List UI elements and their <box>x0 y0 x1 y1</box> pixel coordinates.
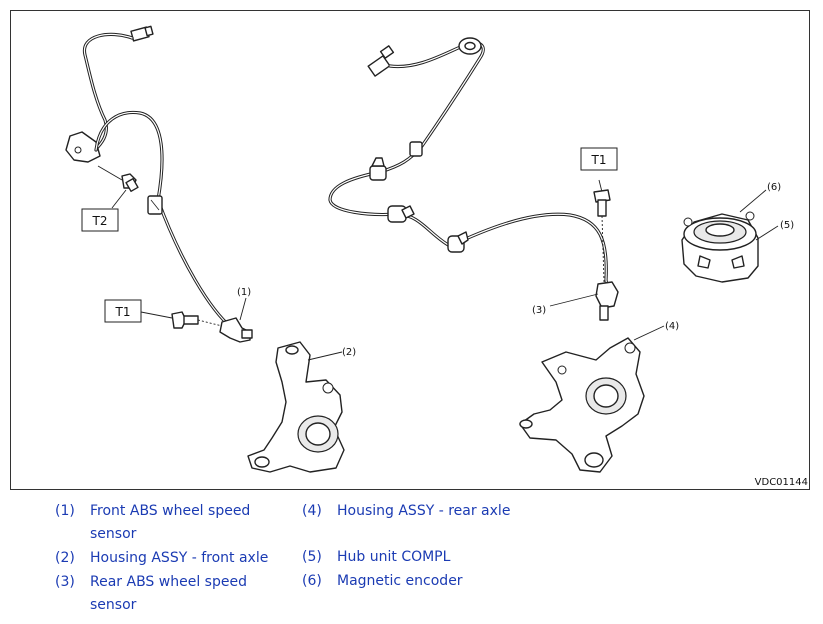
legend-text: Magnetic encoder <box>337 573 463 589</box>
legend-item: (6) Magnetic encoder <box>297 570 557 593</box>
torque-label-t1-front: T1 <box>115 305 131 319</box>
legend-item: (1) Front ABS wheel speed sensor <box>50 500 290 546</box>
torque-box-t1-front: T1 <box>104 299 142 323</box>
legend-item: (3) Rear ABS wheel speed sensor <box>50 571 290 617</box>
legend-text: Housing ASSY - rear axle <box>337 503 511 519</box>
front-abs-sensor <box>65 25 253 343</box>
bolt-t1-front <box>140 311 223 329</box>
legend-text: Front ABS wheel speed sensor <box>90 503 251 542</box>
callout-5: (5) <box>780 220 794 231</box>
legend-item: (2) Housing ASSY - front axle <box>50 547 290 570</box>
legend-number: (3) <box>55 574 75 590</box>
legend-item: (4) Housing ASSY - rear axle <box>297 500 557 523</box>
callout-6: (6) <box>767 182 781 193</box>
legend-item: (5) Hub unit COMPL <box>297 546 557 569</box>
hub-unit <box>681 211 759 283</box>
legend-number: (4) <box>302 503 322 519</box>
legend-text: Housing ASSY - front axle <box>90 550 269 566</box>
bolt-t1-rear <box>593 179 611 283</box>
legend-column-right: (4) Housing ASSY - rear axle (5) Hub uni… <box>297 500 557 594</box>
rear-axle-housing <box>519 337 645 473</box>
callout-3: (3) <box>532 305 546 316</box>
callout-4: (4) <box>665 321 679 332</box>
callout-2: (2) <box>342 347 356 358</box>
torque-box-t1-rear: T1 <box>580 147 618 171</box>
torque-label-t2: T2 <box>92 214 108 228</box>
torque-box-t2: T2 <box>81 208 119 232</box>
rear-abs-sensor <box>328 37 619 321</box>
image-code: VDC01144 <box>755 477 808 488</box>
bolt-t2 <box>97 165 139 209</box>
legend-column-left: (1) Front ABS wheel speed sensor (2) Hou… <box>50 500 290 618</box>
callout-1: (1) <box>237 287 251 298</box>
legend-number: (6) <box>302 573 322 589</box>
front-axle-housing <box>247 341 345 473</box>
legend-number: (1) <box>55 503 75 519</box>
legend-text: Hub unit COMPL <box>337 549 451 565</box>
parts-diagram: T2 T1 (1) (2) <box>10 10 810 490</box>
legend-number: (5) <box>302 549 322 565</box>
diagram-frame <box>10 10 810 490</box>
legend-text: Rear ABS wheel speed sensor <box>90 574 247 613</box>
torque-label-t1-rear: T1 <box>591 153 607 167</box>
legend-number: (2) <box>55 550 75 566</box>
